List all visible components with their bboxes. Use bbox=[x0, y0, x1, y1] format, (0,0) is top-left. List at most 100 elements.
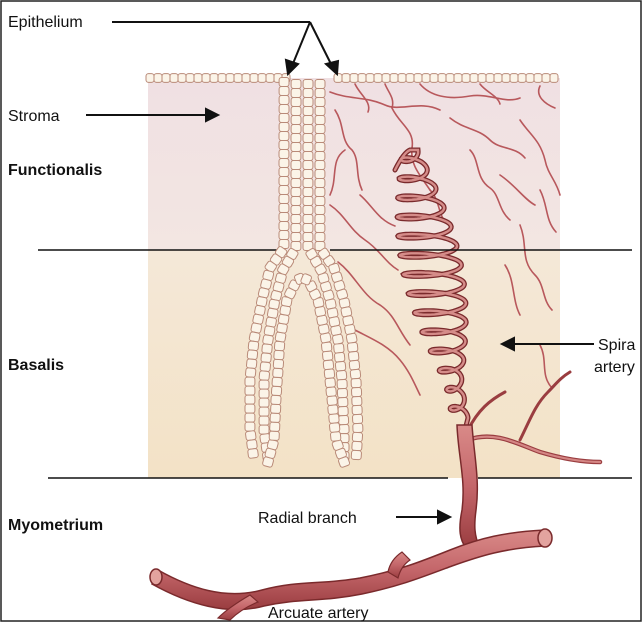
epithelial-cell bbox=[352, 441, 362, 451]
epithelial-cell bbox=[315, 224, 325, 233]
epithelial-cell bbox=[315, 197, 325, 206]
epithelial-cell bbox=[422, 74, 430, 83]
epithelial-cell bbox=[494, 74, 502, 83]
epithelial-cell bbox=[259, 416, 269, 425]
epithelial-cell bbox=[279, 123, 289, 132]
epithelial-cell bbox=[291, 215, 301, 224]
epithelial-cell bbox=[334, 352, 345, 362]
epithelial-cell bbox=[146, 74, 154, 83]
label-epithelium: Epithelium bbox=[8, 14, 83, 31]
epithelial-cell bbox=[321, 342, 332, 352]
epithelial-cell bbox=[303, 143, 313, 152]
epithelial-cell bbox=[274, 341, 284, 351]
epithelial-cell bbox=[315, 80, 325, 89]
epithelial-cell bbox=[337, 379, 347, 388]
epithelial-cell bbox=[350, 369, 361, 379]
epithelial-cell bbox=[186, 74, 194, 83]
label-spiral-artery-2: artery bbox=[594, 359, 635, 376]
epithelial-cell bbox=[291, 197, 301, 206]
label-spiral-artery-1: Spira bbox=[598, 337, 635, 354]
epithelial-cell bbox=[245, 386, 255, 395]
epithelial-cell bbox=[245, 368, 256, 378]
epithelial-cell bbox=[330, 431, 341, 441]
epithelial-cell bbox=[272, 377, 282, 387]
epithelial-cell bbox=[291, 161, 301, 170]
label-basalis: Basalis bbox=[8, 357, 64, 374]
epithelial-cell bbox=[315, 233, 325, 242]
functionalis-layer bbox=[148, 78, 560, 250]
epithelial-cell bbox=[347, 342, 358, 352]
epithelial-cell bbox=[291, 125, 301, 134]
epithelial-cell bbox=[406, 74, 414, 83]
epithelial-cell bbox=[338, 397, 348, 406]
epithelial-cell bbox=[273, 368, 283, 378]
epithelial-cell bbox=[315, 107, 325, 116]
epithelial-cell bbox=[262, 344, 273, 354]
epithelial-cell bbox=[291, 170, 301, 179]
epithelial-cell bbox=[242, 74, 250, 83]
epithelial-cell bbox=[291, 152, 301, 161]
epithelial-cell bbox=[279, 177, 289, 186]
epithelial-cell bbox=[478, 74, 486, 83]
epithelial-cell bbox=[270, 404, 280, 413]
epithelial-cell bbox=[350, 74, 358, 83]
epithelial-cell bbox=[261, 353, 272, 363]
epithelial-cell bbox=[291, 224, 301, 233]
epithelial-cell bbox=[279, 105, 289, 114]
epithelial-cell bbox=[246, 439, 257, 449]
epithelial-cell bbox=[351, 387, 361, 396]
epithelial-cell bbox=[178, 74, 186, 83]
epithelial-cell bbox=[430, 74, 438, 83]
epithelial-cell bbox=[328, 405, 339, 415]
epithelial-cell bbox=[338, 415, 348, 424]
epithelial-cell bbox=[279, 132, 289, 141]
epithelial-cell bbox=[358, 74, 366, 83]
epithelial-cell bbox=[303, 179, 313, 188]
epithelial-cell bbox=[315, 206, 325, 215]
epithelial-cell bbox=[291, 134, 301, 143]
epithelial-cell bbox=[325, 378, 336, 388]
epithelial-cell bbox=[322, 351, 333, 361]
epithelial-cell bbox=[226, 74, 234, 83]
label-functionalis: Functionalis bbox=[8, 162, 102, 179]
epithelial-cell bbox=[315, 179, 325, 188]
epithelial-cell bbox=[218, 74, 226, 83]
epithelial-cell bbox=[390, 74, 398, 83]
epithelial-cell bbox=[279, 87, 289, 96]
epithelial-cell bbox=[245, 395, 255, 404]
epithelial-cell bbox=[202, 74, 210, 83]
epithelial-cell bbox=[303, 170, 313, 179]
epithelial-cell bbox=[526, 74, 534, 83]
epithelial-cell bbox=[315, 215, 325, 224]
epithelial-cell bbox=[279, 78, 289, 87]
epithelial-cell bbox=[303, 98, 313, 107]
epithelial-cell bbox=[351, 378, 361, 387]
epithelial-cell bbox=[291, 188, 301, 197]
epithelial-cell bbox=[352, 432, 362, 442]
epithelial-cell bbox=[315, 125, 325, 134]
epithelial-cell bbox=[315, 116, 325, 125]
epithelial-cell bbox=[332, 334, 343, 345]
epithelial-cell bbox=[486, 74, 494, 83]
epithelial-cell bbox=[315, 134, 325, 143]
epithelial-cell bbox=[315, 98, 325, 107]
epithelial-cell bbox=[162, 74, 170, 83]
epithelial-cell bbox=[291, 179, 301, 188]
epithelial-cell bbox=[324, 369, 335, 379]
label-radial-branch: Radial branch bbox=[258, 510, 357, 527]
epithelial-cell bbox=[348, 351, 359, 361]
epithelial-cell bbox=[291, 89, 301, 98]
epithelial-cell bbox=[246, 359, 257, 369]
epithelial-cell bbox=[260, 362, 271, 372]
epithelial-cell bbox=[259, 389, 269, 398]
epithelial-cell bbox=[329, 423, 340, 433]
epithelial-cell bbox=[270, 422, 280, 431]
epithelial-cell bbox=[291, 233, 301, 242]
epithelial-cell bbox=[303, 134, 313, 143]
epithelial-cell bbox=[271, 395, 281, 405]
epithelial-cell bbox=[266, 74, 274, 83]
epithelial-cell bbox=[351, 450, 361, 460]
epithelial-cell bbox=[470, 74, 478, 83]
epithelial-cell bbox=[438, 74, 446, 83]
